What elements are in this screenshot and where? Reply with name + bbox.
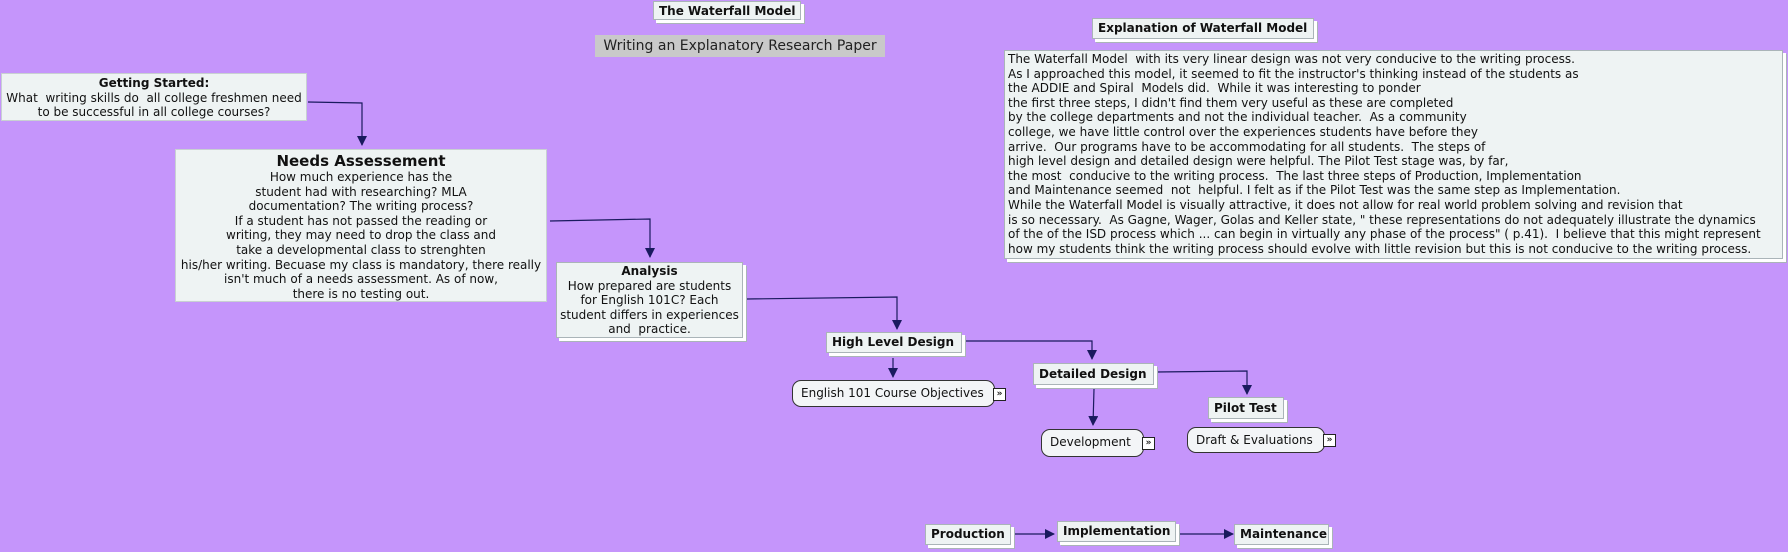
- production-title: Production: [931, 527, 1005, 541]
- analysis-line: for English 101C? Each: [580, 293, 719, 308]
- map-title[interactable]: The Waterfall Model: [653, 1, 801, 20]
- explanation-line: by the college departments and not the i…: [1008, 110, 1467, 125]
- edge-high-level-to-detailed: [964, 340, 1097, 360]
- needs-assessment-line: writing, they may need to drop the class…: [226, 228, 496, 243]
- edge-needs-to-analysis: [549, 218, 655, 258]
- needs-assessment-line: How much experience has the: [269, 170, 453, 184]
- needs-assessment-line: there is no testing out.: [292, 286, 430, 301]
- needs-assessment-node[interactable]: Needs Assessement How much experience ha…: [175, 149, 547, 302]
- analysis-line: How prepared are students: [567, 278, 732, 293]
- explanation-line: how my students think the writing proces…: [1008, 241, 1752, 256]
- expand-icon[interactable]: »: [1142, 437, 1155, 450]
- edge-analysis-to-high-level: [746, 296, 902, 330]
- analysis-line: and practice.: [608, 322, 691, 337]
- explanation-line: high level design and detailed design we…: [1008, 154, 1509, 169]
- explanation-title-node[interactable]: Explanation of Waterfall Model: [1092, 18, 1314, 39]
- course-objectives-label: English 101 Course Objectives: [801, 386, 984, 400]
- implementation-title: Implementation: [1063, 524, 1171, 538]
- subtitle[interactable]: Writing an Explanatory Research Paper: [595, 35, 885, 57]
- detailed-design-title: Detailed Design: [1039, 367, 1147, 381]
- explanation-line: of the of the ISD process which ... can …: [1008, 227, 1761, 242]
- expand-icon[interactable]: »: [1323, 434, 1336, 447]
- maintenance-node[interactable]: Maintenance: [1234, 524, 1329, 545]
- edge-getting-started-to-needs: [307, 101, 367, 146]
- explanation-line: the ADDIE and Spiral Models did. While i…: [1008, 81, 1421, 96]
- needs-assessment-line: documentation? The writing process?: [248, 199, 474, 214]
- needs-assessment-line: If a student has not passed the reading …: [234, 213, 488, 228]
- draft-evaluations-node[interactable]: Draft & Evaluations: [1187, 427, 1325, 453]
- subtitle-text: Writing an Explanatory Research Paper: [603, 38, 877, 54]
- needs-assessment-title: Needs Assessement: [276, 152, 446, 170]
- getting-started-line: What writing skills do all college fresh…: [6, 90, 302, 105]
- detailed-design-node[interactable]: Detailed Design: [1033, 363, 1154, 385]
- analysis-node[interactable]: Analysis How prepared are students for E…: [556, 262, 743, 338]
- explanation-line: the most conducive to the writing proces…: [1008, 168, 1582, 183]
- production-node[interactable]: Production: [925, 524, 1011, 545]
- needs-assessment-line: his/her writing. Becuase my class is man…: [180, 257, 542, 272]
- explanation-title: Explanation of Waterfall Model: [1098, 21, 1308, 35]
- explanation-line: As I approached this model, it seemed to…: [1008, 66, 1579, 81]
- implementation-node[interactable]: Implementation: [1057, 521, 1176, 542]
- draft-evaluations-label: Draft & Evaluations: [1196, 433, 1313, 447]
- expand-icon[interactable]: »: [993, 388, 1006, 401]
- high-level-design-title: High Level Design: [832, 335, 954, 349]
- course-objectives-node[interactable]: English 101 Course Objectives: [792, 380, 995, 407]
- pilot-test-title: Pilot Test: [1214, 401, 1277, 415]
- getting-started-node[interactable]: Getting Started: What writing skills do …: [1, 73, 307, 121]
- explanation-line: is so necessary. As Gagne, Wager, Golas …: [1008, 212, 1756, 227]
- map-title-text: The Waterfall Model: [659, 4, 796, 18]
- getting-started-title: Getting Started:: [98, 76, 210, 90]
- explanation-body-node[interactable]: The Waterfall Model with its very linear…: [1004, 50, 1783, 259]
- explanation-line: The Waterfall Model with its very linear…: [1008, 52, 1575, 66]
- analysis-line: student differs in experiences: [560, 307, 739, 322]
- edge-detailed-to-development: [1088, 388, 1099, 426]
- needs-assessment-line: student had with researching? MLA: [255, 184, 467, 199]
- explanation-line: While the Waterfall Model is visually at…: [1008, 197, 1683, 212]
- explanation-line: and Maintenance seemed not helpful. I fe…: [1008, 183, 1621, 198]
- explanation-line: college, we have little control over the…: [1008, 124, 1478, 139]
- needs-assessment-line: take a developmental class to strenghten: [236, 242, 486, 257]
- edge-detailed-to-pilot: [1155, 370, 1252, 395]
- high-level-design-node[interactable]: High Level Design: [826, 332, 962, 353]
- explanation-line: the first three steps, I didn't find the…: [1008, 95, 1454, 110]
- explanation-line: arrive. Our programs have to be accommod…: [1008, 139, 1486, 154]
- analysis-title: Analysis: [621, 264, 678, 278]
- development-label: Development: [1050, 435, 1131, 449]
- getting-started-line: to be successful in all college courses?: [37, 105, 271, 119]
- pilot-test-node[interactable]: Pilot Test: [1208, 397, 1284, 419]
- needs-assessment-line: isn't much of a needs assessment. As of …: [224, 272, 498, 287]
- maintenance-title: Maintenance: [1240, 527, 1328, 541]
- development-node[interactable]: Development: [1041, 429, 1144, 457]
